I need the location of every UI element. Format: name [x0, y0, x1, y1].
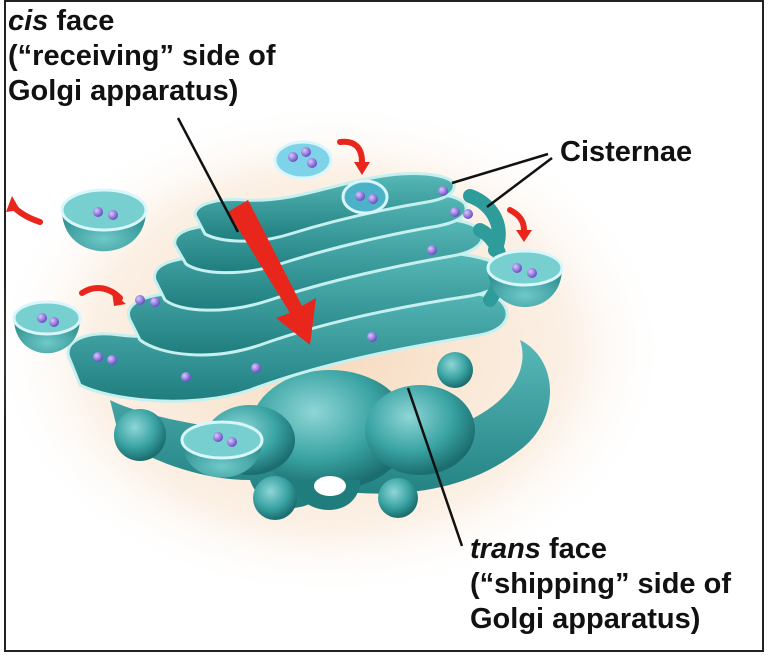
vesicle-top — [273, 140, 333, 180]
vesicle-bottom — [180, 420, 264, 478]
cis-face-line1: cis face — [8, 5, 115, 37]
trans-face-line2: (“shipping” side of — [470, 568, 731, 600]
vesicle-left-small — [12, 300, 82, 354]
trans-face-line1: trans face — [470, 533, 608, 565]
vesicle-left-top — [60, 188, 148, 252]
vesicle-right — [486, 249, 564, 307]
cis-face-line2: (“receiving” side of — [8, 40, 276, 72]
trans-face-line3: Golgi apparatus) — [470, 603, 701, 635]
cisternae-label: Cisternae — [560, 136, 693, 168]
cis-to-trans-arrow — [228, 200, 316, 345]
transport-vesicles — [12, 140, 564, 478]
cis-face-line3: Golgi apparatus) — [8, 75, 239, 107]
vesicle-budding — [341, 179, 389, 215]
cisterna-cargo — [93, 186, 473, 382]
trans-face-label: trans face (“shipping” side of Golgi app… — [470, 532, 731, 637]
cis-face-label: cis face (“receiving” side of Golgi appa… — [8, 4, 276, 109]
leader-lines — [176, 117, 553, 547]
vesicle-flow-arrowheads — [6, 162, 532, 306]
small-vesicles — [114, 352, 473, 520]
